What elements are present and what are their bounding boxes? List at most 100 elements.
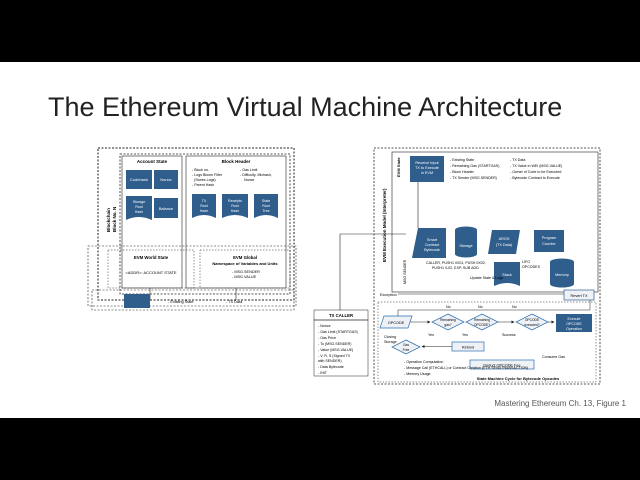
storage-cylinder — [455, 230, 477, 254]
tx-caller-list-box — [313, 319, 369, 377]
bottom-list-0: - Operation Computation — [404, 360, 443, 364]
remaining-opcode-2: OPCODE? — [474, 323, 490, 327]
remaining-gas-diamond — [431, 313, 465, 331]
state-root-1: State — [262, 199, 270, 203]
remaining-gas-1: Remaining — [440, 318, 456, 322]
header-list2-2: Nonce — [244, 178, 254, 182]
left-existing-state: - Existing State — [168, 300, 194, 304]
receipts-root-1: Receipts — [228, 199, 242, 203]
blockchain-frame — [97, 147, 295, 301]
memory-bottom — [550, 280, 574, 288]
evm-exec-label: EVM Execution Model (Interpreter) — [382, 188, 387, 262]
revert-label: Revert TX — [570, 294, 587, 298]
lifo-1: LIFO — [522, 260, 530, 264]
storage-label-1: Storage — [133, 200, 146, 204]
caller-list-8: - INIT — [318, 371, 328, 375]
header-list1-3: - Parent Hash — [192, 183, 214, 187]
state-root-3: Tree — [262, 209, 269, 213]
evm-context-frame — [87, 245, 297, 307]
bottom-list-2: - Memory Usage — [404, 372, 431, 376]
r-list1-0: - Existing State — [450, 158, 474, 162]
deduct-label: Deduct OPCODE Fee — [483, 364, 520, 368]
stack-label: Stack — [502, 273, 512, 277]
evm-architecture-diagram: Blockchain Block No. N Account State Cod… — [87, 147, 601, 385]
smart-contract-3: Bytecode — [424, 248, 440, 252]
evm-state-frame — [391, 151, 599, 293]
opcode-shape — [379, 315, 413, 329]
balance-label: Balance — [159, 206, 174, 211]
bottom-input-shape — [124, 294, 150, 308]
yes-1: Yes — [428, 333, 434, 337]
tx-root-3: Hash — [200, 209, 208, 213]
header-list2-1: - Difficulty, Mixhash, — [240, 173, 272, 177]
r-list2-0: - TX Data — [510, 158, 525, 162]
right-diagram: EVM Execution Model (Interpreter) EVM St… — [313, 147, 601, 385]
remaining-gas-2: gas? — [444, 323, 451, 327]
refund-label: Refund — [462, 346, 474, 350]
storage-label-3: Hash — [135, 210, 143, 214]
program-counter-box — [534, 230, 564, 252]
storage-label: Storage — [459, 244, 472, 248]
args-2: (TX Data) — [496, 243, 513, 247]
r-list1-2: - Block Header — [450, 170, 475, 174]
opcode-executed-1: OPCODE — [525, 318, 540, 322]
no-3: No — [512, 305, 517, 309]
evm-state-label: EVM State — [396, 157, 401, 177]
receive-input-1: Receive Input — [415, 161, 439, 165]
bottom-list-1: - Message Call (ETHCALL) or Contract Cre… — [404, 366, 528, 370]
execute-opcode-2: OPCODE — [566, 322, 582, 326]
execute-opcode-box — [556, 314, 592, 332]
caller-list-1: - Gas Limit (STARTGAS) — [318, 330, 358, 334]
global-msg-sender: - MSG.SENDER — [232, 270, 260, 274]
closing-storage-1: Closing — [384, 335, 396, 339]
opcode-executed-diamond — [515, 313, 549, 331]
header-list1-1: - Logs Bloom Filter — [192, 173, 223, 177]
execute-opcode-1: Execute — [568, 317, 581, 321]
gas-free-2: Free — [403, 348, 410, 352]
evm-global-box — [199, 249, 291, 289]
program-counter-2: Counter — [542, 242, 556, 246]
closing-storage-2: Storage — [384, 340, 397, 344]
tx-root-2: Root — [200, 204, 208, 208]
receive-input-2: TX to Execute — [415, 166, 439, 170]
global-msg-value: - MSG.VALUE — [232, 275, 257, 279]
exception-label: Exception — [380, 293, 397, 297]
header-list1-0: - Block no. — [192, 168, 209, 172]
opcode-executed-2: executed? — [524, 323, 539, 327]
caller-list-7: - Data Bytecode — [318, 365, 344, 369]
update-state-label: Update State & Logs — [470, 276, 503, 280]
caller-list-2: - Gas Price — [318, 336, 336, 340]
evm-exec-frame — [373, 147, 601, 385]
gas-free-diamond — [391, 339, 421, 355]
yes-2: Yes — [462, 333, 468, 337]
consume-gas-label: Consume Gas — [542, 355, 565, 359]
codehash-box — [126, 170, 152, 189]
lifo-2: OPCODES — [522, 265, 541, 269]
evm-global-title: EVM Global — [233, 255, 257, 260]
args-1: ARGS — [499, 237, 510, 241]
storage-label-2: Root — [135, 205, 143, 209]
r-list1-1: - Remaining Gas (STARTGAS) — [450, 164, 499, 168]
gas-free-1: Gas — [403, 343, 409, 347]
blockchain-label: Blockchain — [106, 208, 111, 232]
memory-label: Memory — [555, 273, 569, 277]
bottom-context-frame — [91, 289, 295, 311]
caller-list-5: - V, R, S (Signed TX — [318, 354, 351, 358]
codehash-label: Codehash — [130, 177, 148, 182]
r-list2-2: - Owner of Code to be Executed — [510, 170, 561, 174]
opcode-example-1: CALLER, PUSH1 0X01, PUSH 0X02, — [426, 261, 486, 265]
r-list2-1: - TX Value in WEI (MSG.VALUE) — [510, 164, 562, 168]
tx-root-1: TX — [202, 199, 207, 203]
remaining-opcode-diamond — [465, 313, 499, 331]
caller-list-6: with SENDER) — [318, 359, 342, 363]
receipts-root-hash-box — [222, 194, 248, 218]
revert-box — [563, 289, 595, 301]
nonce-box — [154, 170, 178, 189]
receipts-root-3: Hash — [231, 209, 239, 213]
opcode-example-2: PUSH1 0-02, EXP, SUB ADD — [432, 266, 479, 270]
figure-caption: Mastering Ethereum Ch. 13, Figure 1 — [494, 399, 626, 408]
slide: The Ethereum Virtual Machine Architectur… — [0, 62, 640, 418]
tx-root-hash-box — [192, 194, 216, 218]
receive-input-box — [410, 156, 444, 182]
caller-list-0: - Nonce — [318, 324, 331, 328]
